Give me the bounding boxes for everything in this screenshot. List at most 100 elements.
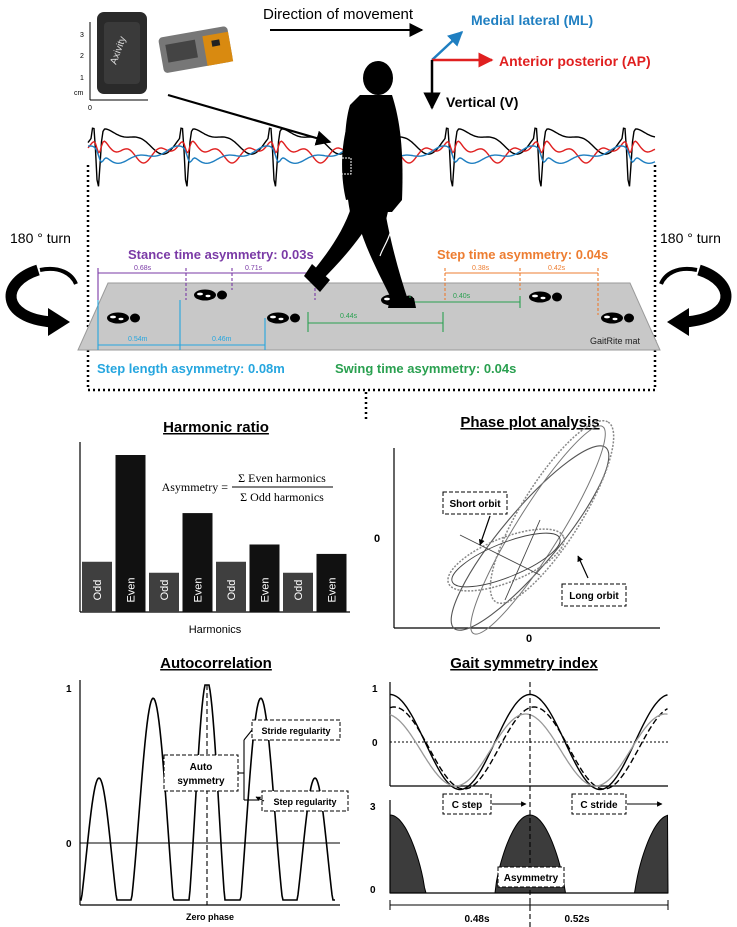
stance-value-1: 0.68s <box>134 265 152 272</box>
sensor-position-marker <box>338 157 352 175</box>
short-orbit-arrow <box>478 515 491 546</box>
harmonic-bar <box>82 561 112 612</box>
turn-right-label: 180 ° turn <box>660 230 721 246</box>
step-time-asymmetry-label: Step time asymmetry: 0.04s <box>437 247 608 262</box>
harmonic-bar <box>249 544 280 612</box>
c-step-box <box>442 793 492 815</box>
asymmetry-label: Asymmetry <box>504 873 559 884</box>
auto-symmetry-box <box>163 754 239 792</box>
ml-axis-label: Medial lateral (ML) <box>471 12 593 28</box>
footprint-icon <box>107 312 140 324</box>
harmonic-title: Harmonic ratio <box>163 419 269 436</box>
autocorr-title: Autocorrelation <box>160 655 272 672</box>
swing-value-1: 0.44s <box>340 313 358 320</box>
step-time-group <box>444 268 599 315</box>
step-regularity-arrow <box>255 796 265 802</box>
step-length-asymmetry-label: Step length asymmetry: 0.08m <box>97 361 285 376</box>
phase-title: Phase plot analysis <box>460 414 599 431</box>
harmonic-bar-label: Odd <box>226 580 238 601</box>
footprint-icon <box>194 289 227 301</box>
auto-symmetry-label-1: Auto <box>190 762 213 773</box>
asymmetry-box <box>497 866 565 888</box>
scale-tick-0: 0 <box>88 105 92 112</box>
gsi-time-1: 0.48s <box>464 914 489 925</box>
harmonic-bar-label: Odd <box>293 580 305 601</box>
harmonic-bar <box>149 572 179 612</box>
phase-zero-x: 0 <box>526 633 532 645</box>
harmonic-bar <box>182 513 213 612</box>
harmonic-bar-label: Even <box>260 577 272 602</box>
step-time-value-2: 0.42s <box>548 265 566 272</box>
autocorr-y-one: 1 <box>66 684 72 695</box>
scale-ruler: 3 2 1 0 cm <box>74 22 148 112</box>
direction-label: Direction of movement <box>263 6 414 23</box>
footprint-icon <box>529 291 562 303</box>
gsi-y-one: 1 <box>372 684 378 695</box>
harmonic-formula-denominator: Σ Odd harmonics <box>240 490 324 504</box>
gsi-signal-grey <box>389 713 668 787</box>
autocorr-y-zero: 0 <box>66 839 72 850</box>
short-orbit-label: Short orbit <box>449 499 501 510</box>
harmonic-bar <box>316 553 347 612</box>
turn-right-arrow-icon <box>659 264 732 336</box>
harmonic-bar <box>283 572 313 612</box>
harmonic-bar <box>115 455 146 612</box>
autocorr-x-label: Zero phase <box>186 912 234 922</box>
short-orbit-box <box>442 491 508 515</box>
v-axis-label: Vertical (V) <box>446 94 518 110</box>
gsi-time-scale <box>389 900 669 910</box>
gsi-top-plot <box>389 682 668 791</box>
gsi-time-2: 0.52s <box>564 914 589 925</box>
stride-regularity-label: Stride regularity <box>261 726 330 736</box>
step-length-value-2: 0.46m <box>212 336 232 343</box>
ap-axis-label: Anterior posterior (AP) <box>499 53 651 69</box>
harmonic-bar-label: Odd <box>92 580 104 601</box>
gsi-y-zero-b: 0 <box>370 885 376 896</box>
scale-unit: cm <box>74 90 84 97</box>
auto-symmetry-label-2: symmetry <box>177 776 225 787</box>
sensor-cable <box>379 211 393 257</box>
footprint-icon <box>601 312 634 324</box>
swing-time-group <box>307 296 521 332</box>
step-regularity-label: Step regularity <box>273 797 336 807</box>
step-time-value-1: 0.38s <box>472 265 490 272</box>
harmonic-bar-label: Even <box>193 577 205 602</box>
device-pointer-arrow <box>167 93 332 146</box>
harmonic-formula-numerator: Σ Even harmonics <box>238 471 326 485</box>
harmonic-x-label: Harmonics <box>189 624 242 636</box>
gsi-signal-dashed <box>389 706 668 790</box>
stance-value-2: 0.71s <box>245 265 263 272</box>
gsi-signal-solid <box>389 693 668 791</box>
scale-tick-1: 1 <box>80 75 84 82</box>
scale-tick-2: 2 <box>80 53 84 60</box>
device-area: 3 2 1 0 cm Axivity <box>74 12 234 112</box>
walking-person-silhouette <box>304 61 416 308</box>
phase-orbits <box>447 419 615 635</box>
c-stride-label: C stride <box>580 800 618 811</box>
step-length-value-1: 0.54m <box>128 336 148 343</box>
long-orbit-label: Long orbit <box>569 591 619 602</box>
stance-asymmetry-label: Stance time asymmetry: 0.03s <box>128 247 314 262</box>
gsi-y-three: 3 <box>370 802 376 813</box>
mat-label: GaitRite mat <box>590 336 641 346</box>
c-stride-box <box>571 793 627 815</box>
autocorrelation-curve <box>80 684 335 901</box>
harmonic-bar-label: Even <box>126 577 138 602</box>
scale-tick-3: 3 <box>80 32 84 39</box>
sensor-circuit-icon <box>158 26 234 73</box>
footprint-icon <box>267 312 300 324</box>
harmonic-bar <box>216 561 246 612</box>
c-step-label: C step <box>452 800 483 811</box>
step-regularity-box <box>261 790 349 812</box>
swing-value-2: 0.40s <box>453 293 471 300</box>
gaitrite-mat <box>77 282 661 351</box>
harmonic-formula-lhs: Asymmetry = <box>162 480 229 494</box>
gsi-title: Gait symmetry index <box>450 655 598 672</box>
long-orbit-box <box>561 583 627 607</box>
gsi-y-zero: 0 <box>372 738 378 749</box>
long-orbit-arrow <box>577 555 589 579</box>
turn-left-arrow-icon <box>5 264 78 336</box>
axis-triad: Medial lateral (ML) Anterior posterior (… <box>423 12 651 110</box>
